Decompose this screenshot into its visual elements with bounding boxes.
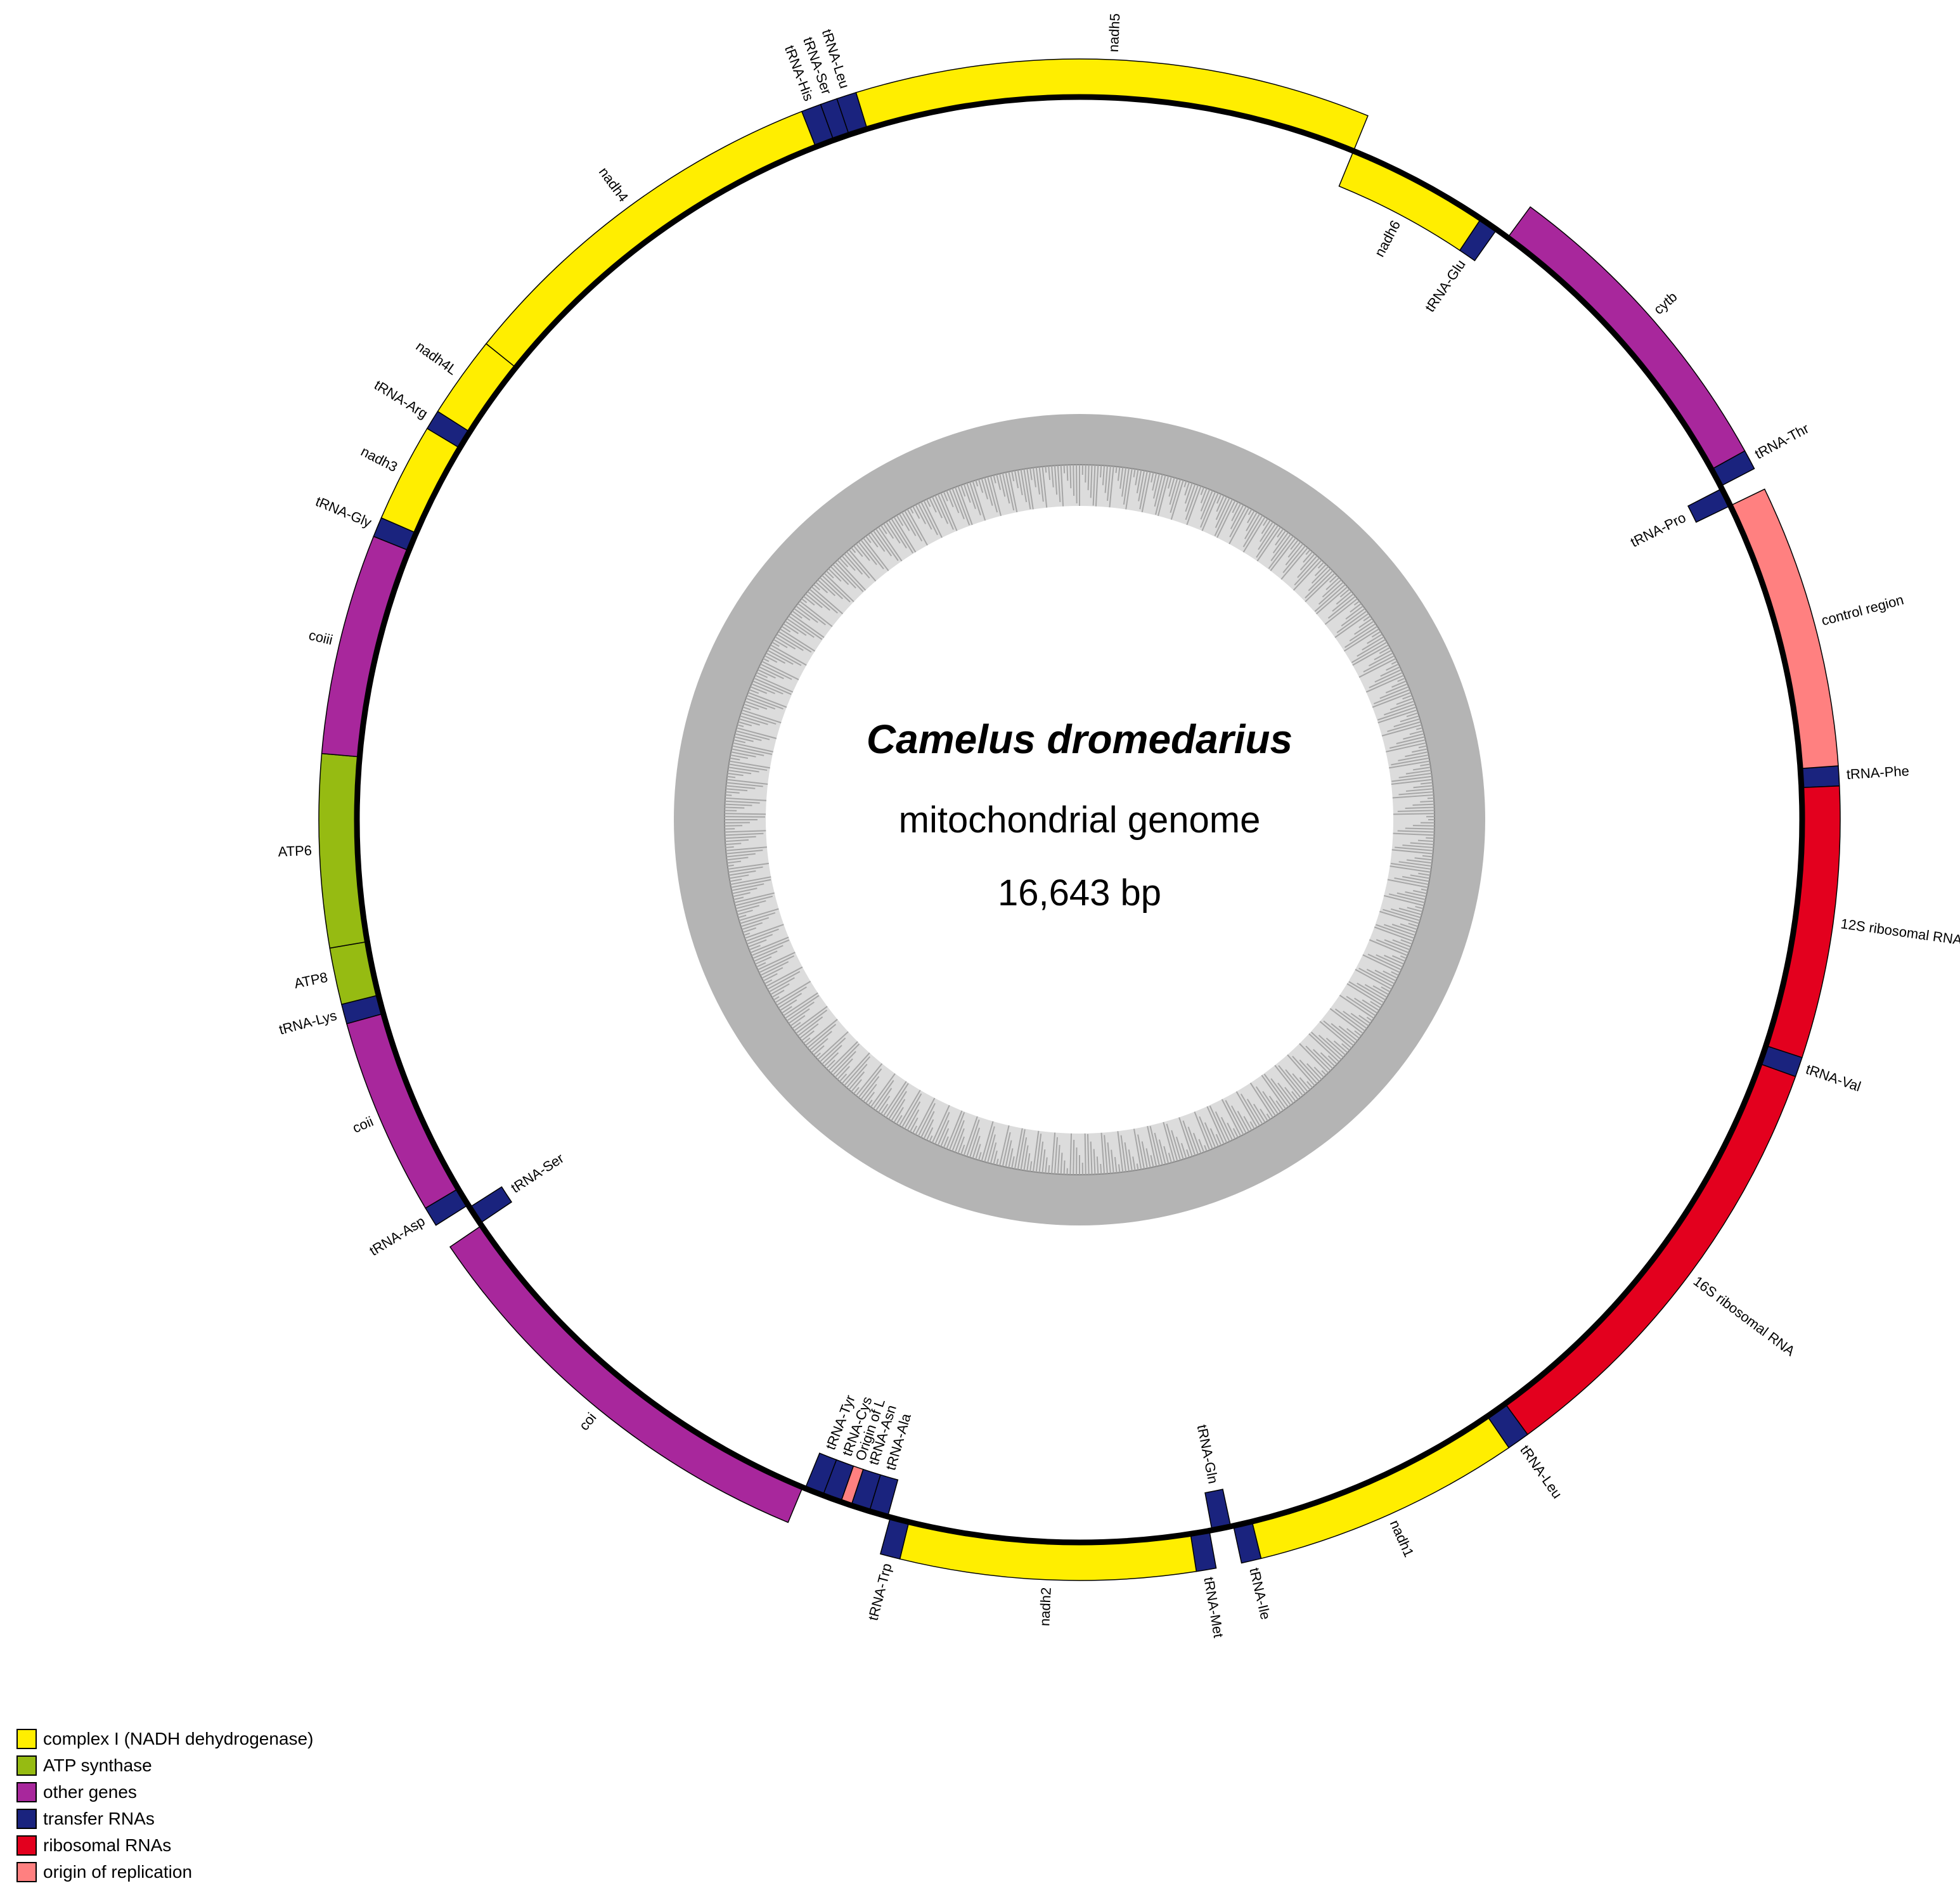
gene-label-trna-glu: tRNA-Glu	[1422, 257, 1469, 315]
gene-label-trna-ser: tRNA-Ser	[508, 1150, 566, 1196]
genome-subtitle: mitochondrial genome	[899, 799, 1261, 841]
gc-content-ring	[674, 414, 1485, 1225]
gc-spikes	[725, 465, 1435, 1175]
gene-arc-nadh6	[1338, 150, 1482, 252]
legend-item-complex-i: complex I (NADH dehydrogenase)	[16, 1726, 313, 1752]
gene-arc-16s-ribosomal-rna	[1504, 1063, 1796, 1435]
gene-label-coiii: coiii	[307, 627, 335, 648]
gene-arc-coi	[449, 1225, 804, 1523]
gene-label-nadh2: nadh2	[1036, 1587, 1054, 1626]
gene-label-trna-ile: tRNA-Ile	[1246, 1566, 1273, 1621]
gene-arc-trna-gln	[1204, 1489, 1232, 1531]
legend-swatch	[16, 1755, 37, 1776]
gene-arc-nadh5	[855, 58, 1369, 152]
legend-label: transfer RNAs	[43, 1809, 155, 1828]
gene-label-trna-gly: tRNA-Gly	[313, 493, 373, 531]
legend-swatch	[16, 1782, 37, 1802]
gene-label-trna-lys: tRNA-Lys	[277, 1007, 338, 1038]
gene-label-control-region: control region	[1820, 591, 1905, 628]
gene-arc-trna-phe	[1800, 765, 1840, 789]
gene-label-trna-met: tRNA-Met	[1201, 1576, 1227, 1639]
legend-item-atp-synthase: ATP synthase	[16, 1752, 313, 1779]
gene-label-nadh3: nadh3	[358, 443, 400, 475]
gene-label-trna-val: tRNA-Val	[1804, 1061, 1863, 1095]
gc-ring-center	[766, 506, 1393, 1134]
gene-label-trna-leu: tRNA-Leu	[1517, 1442, 1565, 1501]
gene-arc-control-region	[1729, 488, 1839, 770]
gene-label-trna-pro: tRNA-Pro	[1628, 510, 1688, 550]
gene-label-nadh4l: nadh4L	[413, 338, 460, 378]
legend-label: ATP synthase	[43, 1755, 152, 1775]
legend-swatch	[16, 1862, 37, 1882]
genome-length: 16,643 bp	[998, 872, 1161, 914]
gene-label-nadh4: nadh4	[596, 164, 631, 205]
legend-item-transfer-rnas: transfer RNAs	[16, 1806, 313, 1832]
legend-label: origin of replication	[43, 1862, 193, 1882]
gene-label-nadh1: nadh1	[1387, 1518, 1417, 1560]
legend-item-origin-of-replication: origin of replication	[16, 1859, 313, 1885]
legend-item-other-genes: other genes	[16, 1779, 313, 1806]
legend-swatch	[16, 1835, 37, 1856]
legend-label: ribosomal RNAs	[43, 1835, 172, 1855]
legend-label: complex I (NADH dehydrogenase)	[43, 1729, 314, 1748]
gene-label-trna-gln: tRNA-Gln	[1194, 1423, 1222, 1485]
gene-label-atp8: ATP8	[293, 969, 329, 992]
gene-label-trna-phe: tRNA-Phe	[1846, 763, 1909, 782]
gene-label-trna-thr: tRNA-Thr	[1752, 420, 1812, 462]
gene-label-cytb: cytb	[1651, 288, 1680, 317]
gene-label-coii: coii	[350, 1113, 375, 1136]
gene-arc-coii	[346, 1012, 459, 1209]
gene-label-trna-arg: tRNA-Arg	[371, 377, 430, 422]
gene-label-nadh5: nadh5	[1106, 13, 1123, 52]
legend: complex I (NADH dehydrogenase) ATP synth…	[16, 1726, 313, 1885]
gene-label-16s-ribosomal-rna: 16S ribosomal RNA	[1691, 1273, 1798, 1359]
legend-swatch	[16, 1729, 37, 1749]
legend-label: other genes	[43, 1782, 137, 1802]
gene-label-coi: coi	[576, 1409, 599, 1433]
gene-label-trna-trp: tRNA-Trp	[865, 1561, 895, 1622]
legend-item-ribosomal-rnas: ribosomal RNAs	[16, 1832, 313, 1859]
gene-arc-nadh1	[1251, 1416, 1510, 1560]
genome-species-title: Camelus dromedarius	[867, 716, 1293, 762]
gene-arc-cytb	[1507, 206, 1746, 470]
gene-label-atp6: ATP6	[278, 843, 312, 860]
gene-label-nadh6: nadh6	[1371, 217, 1403, 259]
legend-swatch	[16, 1809, 37, 1829]
gene-label-12s-ribosomal-rna: 12S ribosomal RNA	[1840, 915, 1960, 948]
gene-label-trna-asp: tRNA-Asp	[366, 1213, 427, 1258]
genome-backbone-circle	[354, 94, 1805, 1546]
